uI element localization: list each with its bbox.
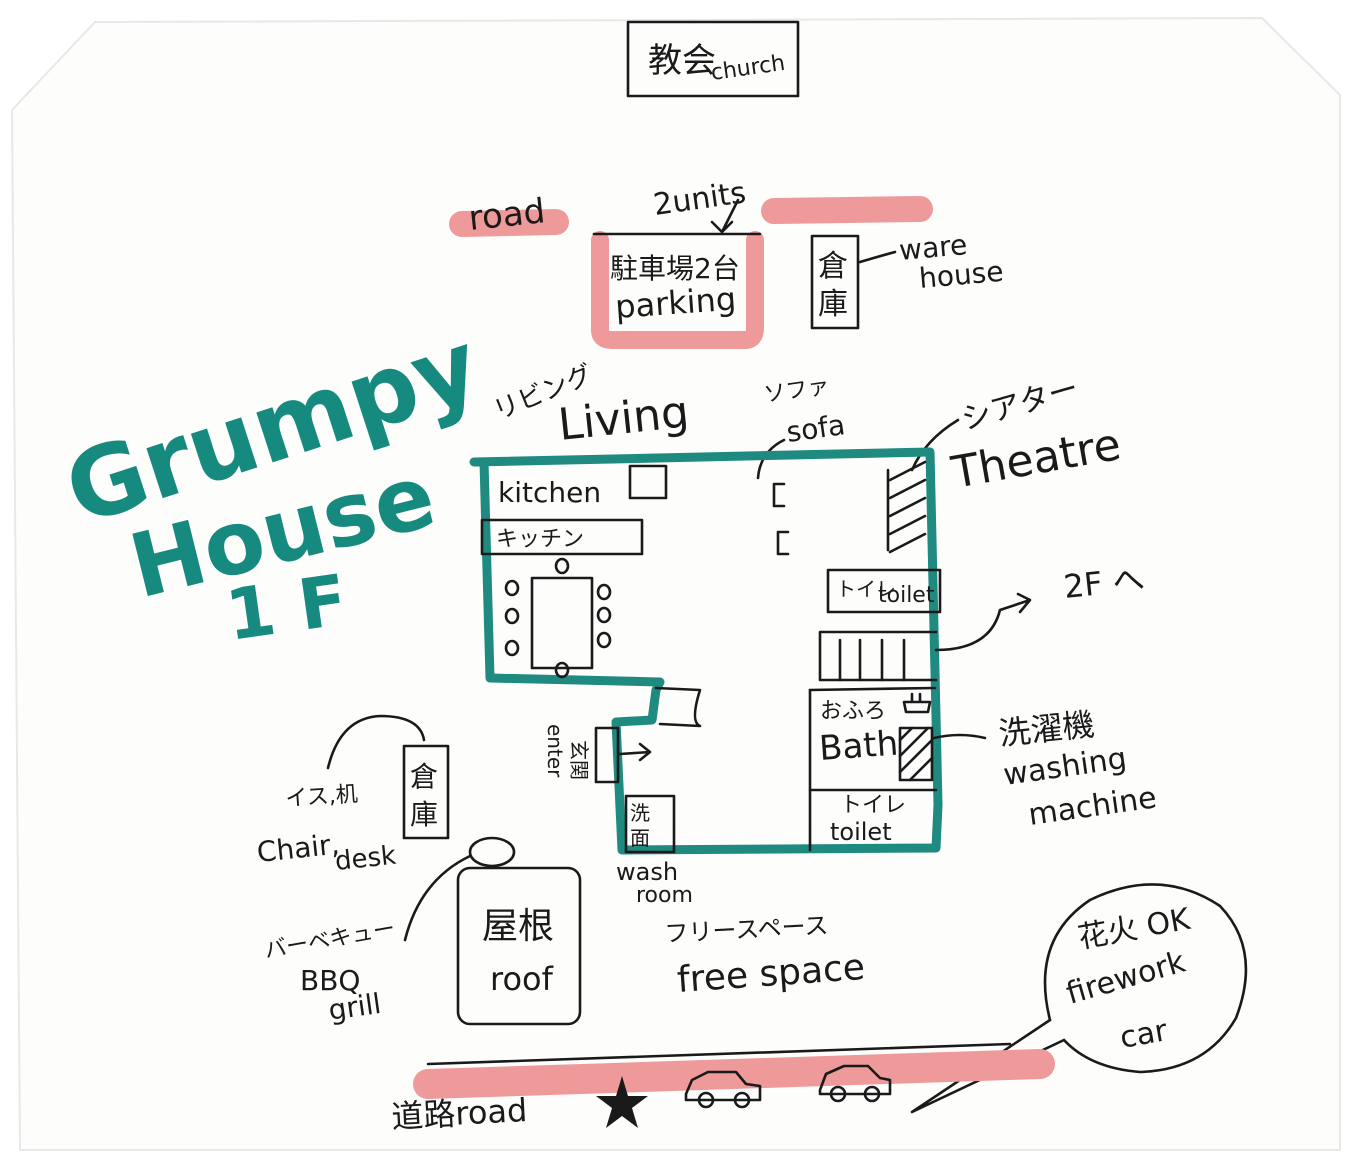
- stairs-arrow: [934, 592, 1032, 652]
- parking-area: 2units 駐車場2台 parking: [591, 175, 764, 349]
- road-top-label: road: [467, 191, 547, 239]
- interior-partition: [654, 686, 702, 728]
- warehouse-label-ja2: 庫: [818, 287, 848, 322]
- storage-small-label-ja1: 倉: [410, 760, 438, 793]
- stairs: [818, 630, 938, 682]
- stairs-note: 2F へ: [1062, 560, 1146, 606]
- theatre-pointer: [910, 418, 960, 472]
- sofa-shape-1: [772, 482, 786, 508]
- entrance-label-en: enter: [543, 724, 567, 778]
- theatre-screen: [886, 460, 927, 554]
- toilet-lower-label-ja: トイレ: [840, 793, 906, 818]
- storage-small-label-ja2: 庫: [410, 798, 438, 831]
- parking-arrow: [710, 198, 740, 234]
- car-icon: [818, 1064, 892, 1103]
- paper-sheet: [10, 16, 1341, 1151]
- toilet-upper-label-en: toilet: [878, 583, 935, 608]
- kitchen-counter: [480, 518, 644, 556]
- entrance: 玄関 enter: [543, 724, 652, 784]
- dining-chairs: [504, 557, 612, 679]
- road-top-right: [761, 196, 933, 224]
- toilet-lower-label-en: toilet: [830, 818, 892, 846]
- storage-small: 倉 庫: [402, 744, 450, 840]
- washing-machine-pointer: [932, 733, 987, 740]
- firework-label-car: car: [1117, 1013, 1170, 1056]
- star-icon: [596, 1076, 648, 1128]
- bathtub-icon: [902, 692, 932, 714]
- road-top-left: [449, 209, 569, 237]
- bbq-label-en1: BBQ: [300, 964, 360, 997]
- toilet-upper-label-ja: トイレ: [836, 577, 896, 601]
- bath-label-en: Bath: [818, 724, 900, 769]
- bbq-grill-shape: [468, 836, 516, 868]
- warehouse-label-en2: house: [918, 255, 1005, 295]
- kitchen-label-ja: キッチン: [496, 527, 584, 552]
- warehouse-label-ja1: 倉: [818, 249, 848, 284]
- parking-label-en: parking: [614, 280, 737, 326]
- washroom-box: [624, 794, 676, 854]
- car-icon: [684, 1070, 762, 1109]
- chair-desk-pointer: [326, 714, 426, 770]
- washing-machine-box: [898, 726, 934, 782]
- washroom-label-en2: room: [636, 883, 693, 908]
- roof-box: [456, 866, 582, 1026]
- washroom-label-ja2: 面: [630, 826, 650, 850]
- dining-table: [530, 576, 594, 670]
- road-bottom-edge: [426, 1042, 1012, 1066]
- road-bottom: [413, 1049, 1055, 1099]
- roof-label-en: roof: [490, 960, 554, 998]
- sofa-label-en: sofa: [784, 408, 847, 449]
- title-line3: 1 F: [221, 559, 352, 657]
- sofa-shape-2: [776, 530, 790, 556]
- bath-top: [808, 686, 937, 692]
- bath-label-ja: おふろ: [820, 699, 886, 724]
- washroom-label-en1: wash: [616, 858, 678, 886]
- road-bottom-label: 道路road: [390, 1091, 528, 1136]
- bbq-label-en2: grill: [326, 987, 383, 1027]
- fridge: [628, 464, 668, 500]
- bbq-pointer: [403, 854, 472, 942]
- washroom-label-ja1: 洗: [630, 801, 650, 825]
- warehouse-label-en1: ware: [898, 228, 969, 267]
- house-walls: [469, 447, 943, 855]
- parking-label-ja: 駐車場2台: [610, 252, 740, 285]
- kitchen-label-en: kitchen: [498, 476, 601, 509]
- chair-desk-label-ja: イス,机: [285, 782, 359, 812]
- warehouse: 倉 庫 ware house: [810, 228, 1005, 330]
- church-label-ja: 教会: [648, 41, 716, 81]
- entrance-label-ja: 玄関: [567, 740, 591, 780]
- chair-desk-label-en2: desk: [334, 841, 398, 877]
- toilet-upper: [826, 568, 942, 614]
- roof-label-ja: 屋根: [482, 906, 554, 947]
